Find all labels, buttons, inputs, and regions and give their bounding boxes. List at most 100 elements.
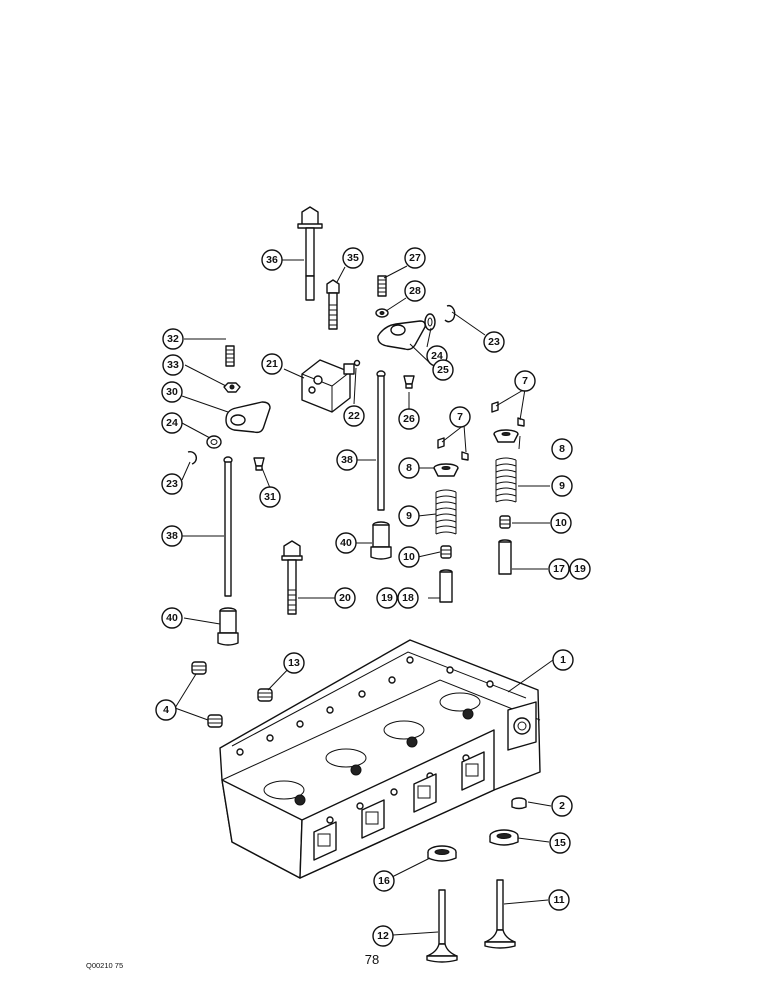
callout-9-right-text: 9 — [559, 480, 565, 492]
pushrod-38-left — [223, 456, 233, 597]
callout-19-right: 19 — [569, 558, 591, 580]
callout-23-text: 23 — [488, 336, 500, 348]
valve-11 — [484, 879, 516, 949]
callout-32-text: 32 — [167, 333, 179, 345]
callout-16-text: 16 — [378, 875, 390, 887]
nut-33 — [223, 382, 241, 393]
washer-24 — [424, 313, 436, 331]
callout-24-left: 24 — [161, 412, 183, 434]
valve-guide-17 — [498, 539, 512, 575]
callout-25-text: 25 — [437, 364, 449, 376]
nut-28 — [375, 308, 389, 318]
valve-12 — [426, 889, 458, 963]
callout-4-text: 4 — [163, 704, 169, 716]
plug-2 — [511, 797, 527, 810]
callout-40-left-text: 40 — [166, 612, 178, 624]
adjuster-26 — [403, 375, 415, 389]
adjuster-31 — [253, 457, 265, 471]
callout-38-upper-text: 38 — [341, 454, 353, 466]
callout-1-text: 1 — [560, 654, 566, 666]
callout-17-text: 17 — [553, 563, 565, 575]
plug-13 — [257, 688, 273, 702]
callout-36: 36 — [261, 249, 283, 271]
callout-30-text: 30 — [166, 386, 178, 398]
callout-23-left-text: 23 — [166, 478, 178, 490]
rocker-arm-25 — [377, 320, 426, 351]
callout-17: 17 — [548, 558, 570, 580]
callout-24-left-text: 24 — [166, 417, 178, 429]
washer-24-left — [206, 435, 222, 449]
valve-spring-9-right — [495, 457, 517, 503]
callout-28: 28 — [404, 280, 426, 302]
callout-38-left-text: 38 — [166, 530, 178, 542]
valve-keepers-7-mid — [437, 437, 469, 461]
callout-31: 31 — [259, 486, 281, 508]
callout-38-upper: 38 — [336, 449, 358, 471]
circlip-23-left — [187, 450, 198, 465]
callout-18-text: 18 — [402, 592, 414, 604]
callout-15-text: 15 — [554, 837, 566, 849]
callout-26: 26 — [398, 408, 420, 430]
tappet-40-right — [370, 521, 392, 560]
callout-21: 21 — [261, 353, 283, 375]
callout-24-text: 24 — [431, 350, 443, 362]
callout-31-text: 31 — [264, 491, 276, 503]
callout-26-text: 26 — [403, 413, 415, 425]
callout-8-right-text: 8 — [559, 443, 565, 455]
callout-11-text: 11 — [553, 894, 564, 906]
callout-21-text: 21 — [266, 358, 278, 370]
callout-12-text: 12 — [377, 930, 389, 942]
valve-guide-18 — [439, 569, 453, 603]
rocker-arm-30 — [225, 401, 271, 434]
callout-4: 4 — [155, 699, 177, 721]
seat-insert-16 — [427, 845, 457, 862]
adjust-screw-32 — [225, 345, 235, 367]
callout-2-text: 2 — [559, 800, 565, 812]
spring-retainer-8-right — [493, 429, 519, 443]
callout-7: 7 — [514, 370, 536, 392]
callout-9-right: 9 — [551, 475, 573, 497]
callout-10-right: 10 — [550, 512, 572, 534]
callout-28-text: 28 — [409, 285, 421, 297]
callout-7-mid-text: 7 — [457, 411, 463, 423]
callout-33: 33 — [162, 354, 184, 376]
callout-10-mid: 10 — [398, 546, 420, 568]
pushrod-38-upper — [376, 370, 386, 511]
callout-30: 30 — [161, 381, 183, 403]
callout-27: 27 — [404, 247, 426, 269]
callout-2: 2 — [551, 795, 573, 817]
callout-22-text: 22 — [348, 410, 360, 422]
circlip-23 — [444, 304, 456, 323]
seat-insert-15 — [489, 829, 519, 846]
callout-35: 35 — [342, 247, 364, 269]
bolt-35 — [326, 279, 340, 330]
callout-23-left: 23 — [161, 473, 183, 495]
valve-keepers-7-right — [491, 401, 525, 427]
callout-22: 22 — [343, 405, 365, 427]
callout-13: 13 — [283, 652, 305, 674]
spring-retainer-8-mid — [433, 463, 459, 477]
callout-13-text: 13 — [288, 657, 300, 669]
page-number: 78 — [365, 952, 379, 967]
cylinder-head-1 — [219, 639, 541, 879]
callout-1: 1 — [552, 649, 574, 671]
ref-code: Q00210 75 — [86, 961, 123, 970]
callout-11: 11 — [548, 889, 570, 911]
callout-16: 16 — [373, 870, 395, 892]
ball-22 — [353, 359, 361, 367]
callout-10-mid-text: 10 — [403, 551, 415, 563]
callout-19-mid-text: 19 — [381, 592, 393, 604]
callout-20: 20 — [334, 587, 356, 609]
plug-4-upper — [191, 661, 207, 675]
callout-32: 32 — [162, 328, 184, 350]
callout-20-text: 20 — [339, 592, 351, 604]
callout-15: 15 — [549, 832, 571, 854]
callout-12: 12 — [372, 925, 394, 947]
callout-40-left: 40 — [161, 607, 183, 629]
leader-lines — [174, 259, 554, 936]
tappet-40-left — [217, 607, 239, 646]
valve-spring-9-mid — [435, 489, 457, 535]
callout-19-right-text: 19 — [574, 563, 586, 575]
callout-40-right: 40 — [335, 532, 357, 554]
callout-35-text: 35 — [347, 252, 359, 264]
